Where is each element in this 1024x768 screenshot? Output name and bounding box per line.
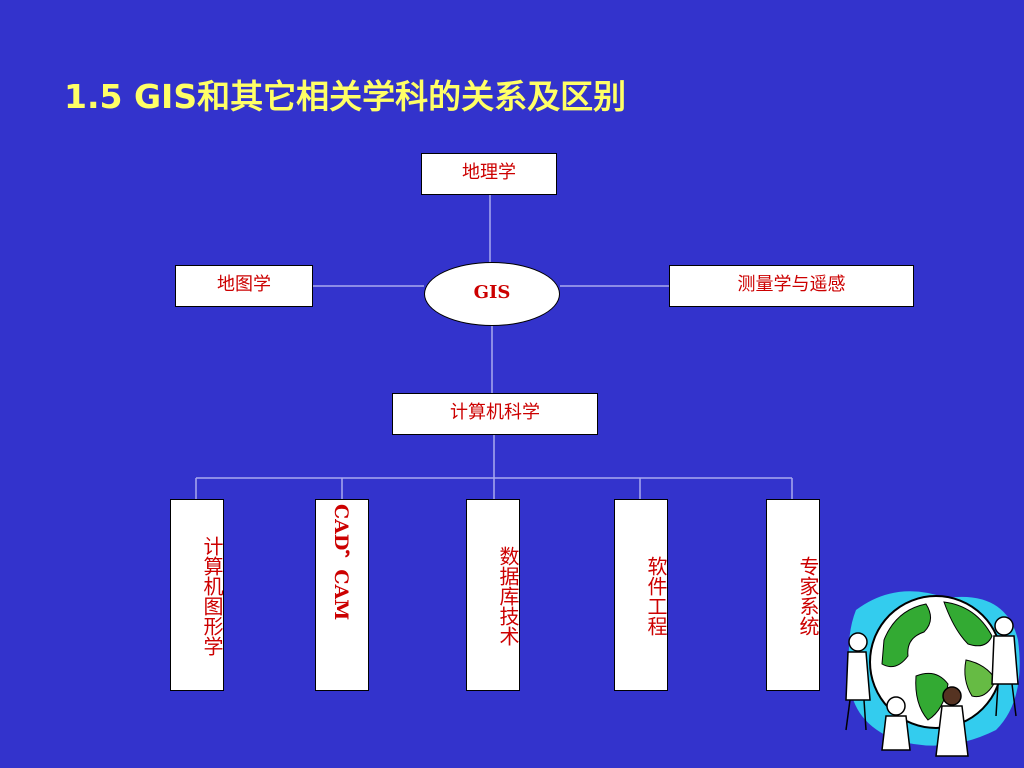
node-software-engineering: 软件工程 bbox=[614, 499, 668, 691]
node-computer-science: 计算机科学 bbox=[392, 393, 598, 435]
node-expert-system: 专家系统 bbox=[766, 499, 820, 691]
node-cad-cam: CAD，CAM bbox=[315, 499, 369, 691]
node-geography: 地理学 bbox=[421, 153, 557, 195]
node-database-technology: 数据库技术 bbox=[466, 499, 520, 691]
globe-people-icon bbox=[845, 591, 1020, 757]
slide-title: 1.5 GIS和其它相关学科的关系及区别 bbox=[64, 77, 627, 116]
node-gis: GIS bbox=[424, 262, 560, 326]
node-computer-graphics: 计算机图形学 bbox=[170, 499, 224, 691]
node-cartography: 地图学 bbox=[175, 265, 313, 307]
node-surveying-remote-sensing: 测量学与遥感 bbox=[669, 265, 914, 307]
